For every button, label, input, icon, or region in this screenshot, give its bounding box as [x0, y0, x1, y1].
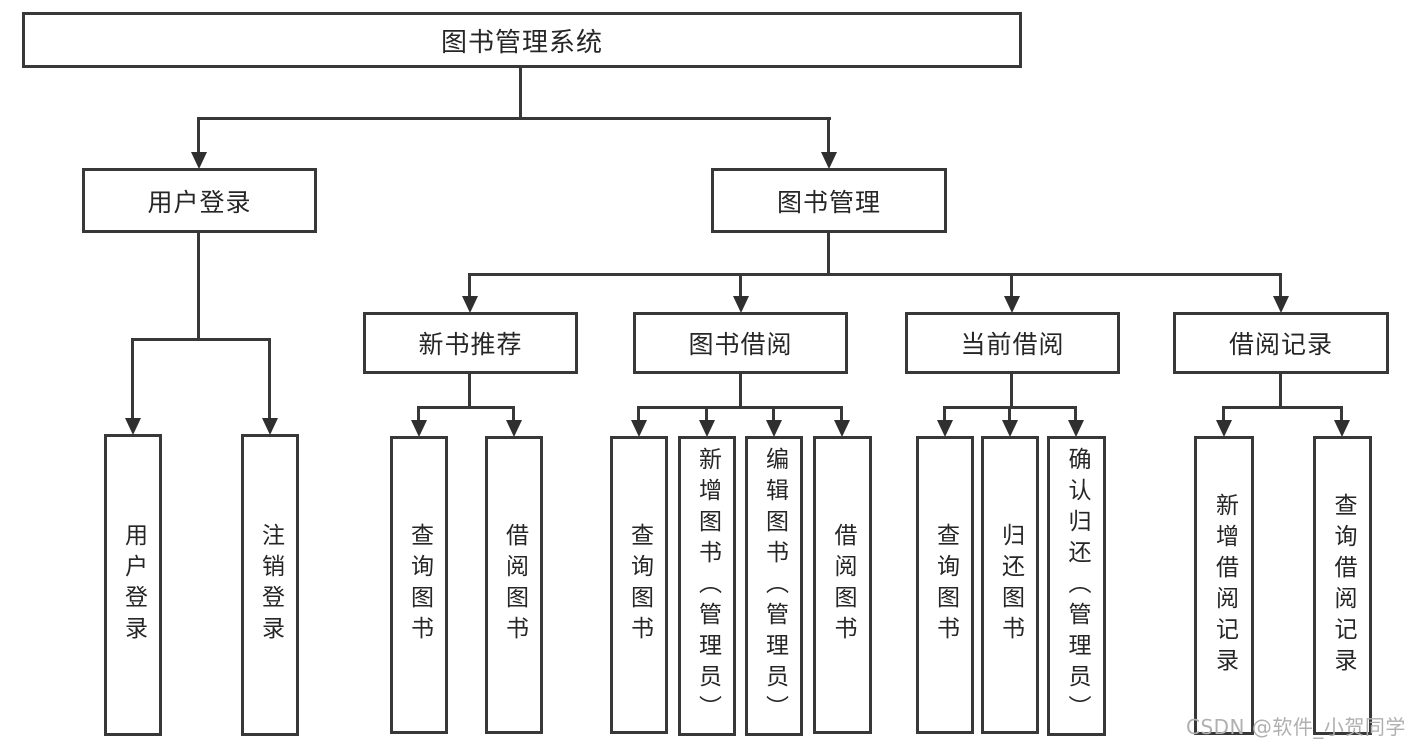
leaf-borrow-edit-book-admin: 编辑图书（管理员） [745, 436, 803, 736]
connector-groupC-drop4 [840, 406, 843, 422]
connector-groupC-drop3 [772, 406, 775, 422]
connector-book-mgmt-stem [827, 233, 830, 276]
arrowhead-current-borrow-icon [1004, 296, 1020, 313]
node-label: 借阅记录 [1228, 330, 1333, 359]
connector-groupB-drop1 [417, 406, 420, 422]
node-library-management-system: 图书管理系统 [22, 12, 1022, 68]
leaf-borrow-add-book-admin: 新增图书（管理员） [678, 436, 736, 736]
leaf-label: 用户登录 [120, 523, 147, 647]
node-user-login-branch: 用户登录 [82, 168, 317, 233]
connector-current-borrow-drop [1010, 273, 1013, 298]
arrowhead-groupD3-icon [1068, 420, 1084, 437]
arrowhead-leaf-login-icon [125, 418, 141, 435]
node-label: 图书管理系统 [440, 27, 603, 58]
arrowhead-groupE2-icon [1334, 420, 1350, 437]
leaf-current-return-book: 归还图书 [981, 436, 1039, 734]
leaf-label: 编辑图书（管理员） [761, 446, 788, 726]
leaf-label: 借阅图书 [501, 523, 528, 647]
leaf-borrow-borrow-book: 借阅图书 [813, 436, 872, 734]
node-borrow-record: 借阅记录 [1173, 312, 1389, 374]
leaf-label: 归还图书 [997, 523, 1024, 647]
arrowhead-book-mgmt-icon [821, 152, 837, 169]
leaf-logout: 注销登录 [241, 434, 299, 736]
node-book-borrow: 图书借阅 [633, 312, 848, 374]
connector-level3-bar [470, 273, 1281, 276]
connector-groupB-drop2 [512, 406, 515, 422]
node-book-management: 图书管理 [711, 168, 947, 233]
node-label: 新书推荐 [418, 330, 523, 359]
leaf-record-query-borrow-record: 查询借阅记录 [1313, 436, 1372, 735]
leaf-label: 新增图书（管理员） [694, 446, 721, 726]
node-label: 图书借阅 [688, 330, 793, 359]
arrowhead-groupC3-icon [766, 420, 782, 437]
connector-new-book-drop [468, 273, 471, 298]
leaf-record-add-borrow-record: 新增借阅记录 [1194, 436, 1254, 735]
connector-groupD-drop3 [1074, 406, 1077, 422]
arrowhead-groupE1-icon [1216, 420, 1232, 437]
arrowhead-groupB1-icon [411, 420, 427, 437]
arrowhead-borrow-record-icon [1273, 296, 1289, 313]
connector-groupE-stem [1279, 374, 1282, 409]
leaf-label: 确认归还（管理员） [1064, 446, 1090, 726]
node-current-borrow: 当前借阅 [905, 312, 1120, 374]
connector-groupD-stem [1010, 374, 1013, 409]
connector-groupD-drop1 [943, 406, 946, 422]
arrowhead-book-borrow-icon [733, 296, 749, 313]
arrowhead-groupC4-icon [834, 420, 850, 437]
leaf-label: 查询借阅记录 [1330, 492, 1356, 679]
csdn-watermark: CSDN @软件_小贺同学 [1186, 715, 1405, 739]
connector-groupD-drop2 [1008, 406, 1011, 422]
connector-book-mgmt-drop [827, 117, 830, 153]
connector-user-login-stem [197, 233, 200, 341]
connector-user-login-drop [197, 117, 200, 153]
connector-book-borrow-drop [739, 273, 742, 298]
connector-groupB-bar [417, 406, 515, 409]
arrowhead-groupB2-icon [506, 420, 522, 437]
leaf-recommend-borrow-book: 借阅图书 [485, 436, 543, 734]
connector-root-stem [519, 68, 522, 118]
leaf-label: 查询图书 [406, 523, 433, 647]
connector-leaf-logout-drop [268, 338, 271, 420]
node-label: 图书管理 [776, 187, 881, 217]
connector-groupE-bar [1222, 406, 1343, 409]
connector-groupE-drop1 [1222, 406, 1225, 422]
connector-groupB-stem [468, 374, 471, 409]
leaf-label: 查询图书 [626, 523, 653, 647]
node-label: 当前借阅 [960, 330, 1065, 359]
arrowhead-groupC1-icon [631, 420, 647, 437]
arrowhead-groupD2-icon [1002, 420, 1018, 437]
leaf-borrow-query-book: 查询图书 [610, 436, 668, 734]
arrowhead-groupC2-icon [699, 420, 715, 437]
leaf-label: 新增借阅记录 [1211, 492, 1238, 679]
connector-borrow-record-drop [1279, 273, 1282, 298]
arrowhead-user-login-icon [191, 152, 207, 169]
connector-groupC-drop2 [705, 406, 708, 422]
leaf-recommend-query-book: 查询图书 [390, 436, 448, 734]
leaf-current-confirm-return-admin: 确认归还（管理员） [1047, 436, 1106, 736]
connector-leaf-login-drop [131, 338, 134, 420]
leaf-label: 借阅图书 [830, 523, 856, 647]
arrowhead-leaf-logout-icon [262, 418, 278, 435]
connector-groupE-drop2 [1340, 406, 1343, 422]
arrowhead-groupD1-icon [937, 420, 953, 437]
connector-groupC-bar [637, 406, 843, 409]
leaf-label: 查询图书 [932, 523, 959, 647]
leaf-label: 注销登录 [257, 523, 284, 647]
node-label: 用户登录 [147, 187, 252, 217]
arrowhead-new-book-icon [462, 296, 478, 313]
node-new-book-recommend: 新书推荐 [363, 312, 578, 374]
leaf-current-query-book: 查询图书 [916, 436, 974, 734]
leaf-user-login: 用户登录 [104, 434, 162, 736]
connector-groupC-stem [739, 374, 742, 409]
connector-level2-bar [198, 117, 831, 120]
connector-groupC-drop1 [637, 406, 640, 422]
connector-user-login-bar [132, 338, 271, 341]
